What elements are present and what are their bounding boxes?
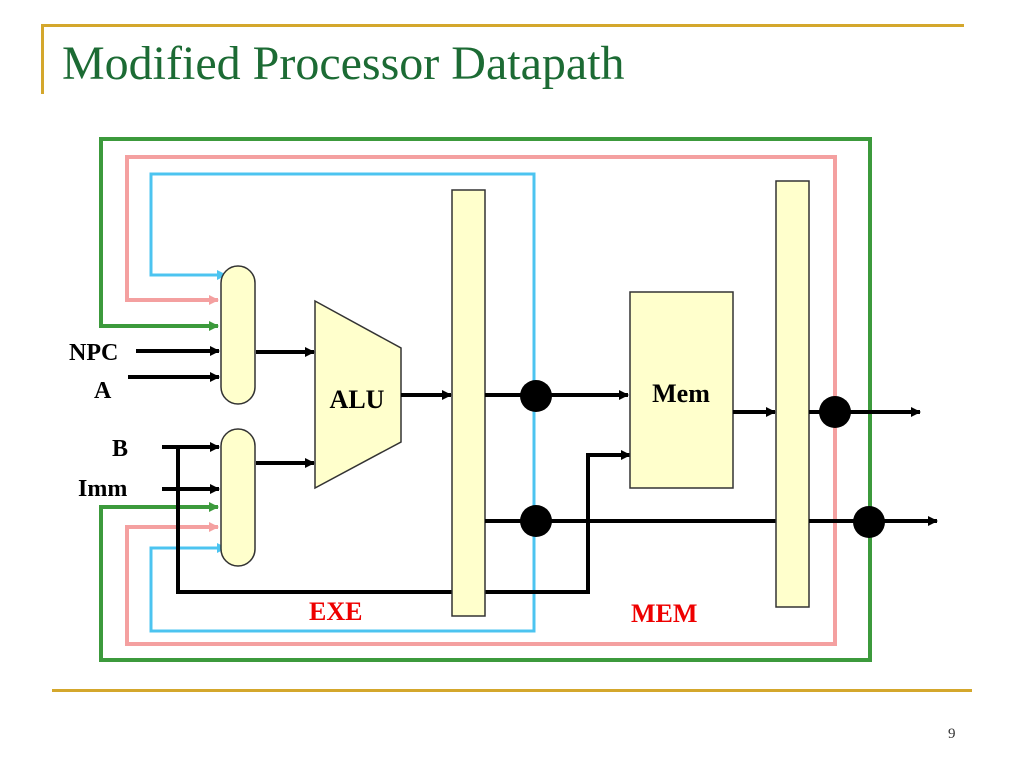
input-label-imm: Imm [78,476,127,502]
junction-dot [520,380,552,412]
mem-label: Mem [652,379,710,408]
store-data-wire [176,447,631,594]
mem-block [629,291,734,489]
mux-bottom [220,428,256,567]
junction-dot [819,396,851,428]
title-accent-line [42,24,964,27]
junction-dot [853,506,885,538]
stage-label-exe: EXE [309,597,362,626]
alu-block [314,299,402,490]
input-label-a: A [94,378,112,404]
mem-wb-register [775,180,810,608]
mux-top [220,265,256,405]
ex-mem-register [451,189,486,617]
page-number: 9 [948,726,956,742]
forward-path-green [99,137,872,662]
title-accent-vertical [41,24,44,94]
alu-label: ALU [330,385,385,414]
junction-dot [520,505,552,537]
slide-title: Modified Processor Datapath [62,37,625,90]
footer-accent-line [52,689,972,692]
stage-label-mem: MEM [631,599,697,628]
input-label-b: B [112,436,128,462]
input-label-npc: NPC [69,340,118,366]
